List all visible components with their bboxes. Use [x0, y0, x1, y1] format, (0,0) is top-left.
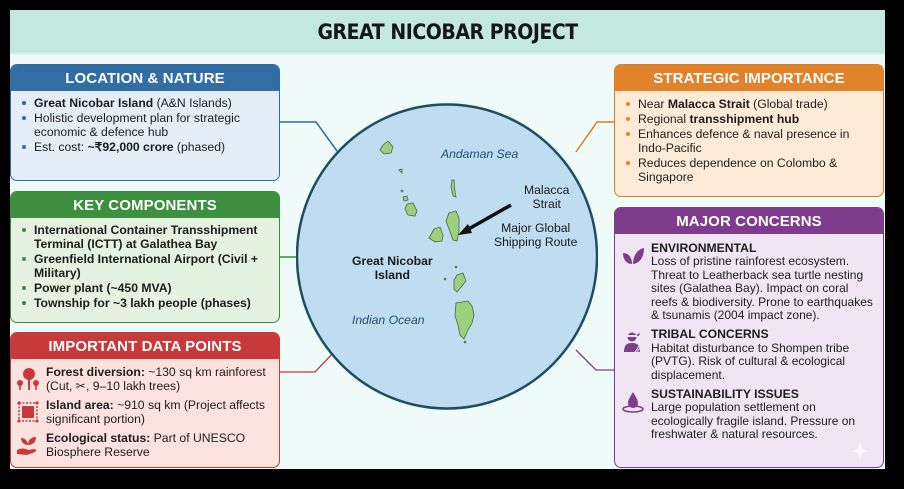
list-item: Power plant (~450 MVA): [19, 281, 271, 295]
water-drop-icon: [622, 392, 644, 413]
great-nicobar-label: Great Nicobar Island: [352, 254, 433, 282]
area-map-icon: [17, 401, 39, 423]
indian-ocean-label: Indian Ocean: [352, 313, 425, 327]
panel-header: STRATEGIC IMPORTANCE: [615, 65, 883, 91]
page-title: GREAT NICOBAR PROJECT: [317, 19, 578, 44]
panel-header: KEY COMPONENTS: [11, 192, 279, 218]
data-point-item: Ecological status: Part of UNESCO Biosph…: [16, 431, 271, 459]
plant-in-hand-icon: [17, 437, 37, 455]
title-bar: GREAT NICOBAR PROJECT: [10, 10, 885, 55]
important-data-points-panel: IMPORTANT DATA POINTS Forest diversion: …: [10, 332, 280, 468]
list-item: International Container Transshipment Te…: [19, 223, 271, 251]
list-item: Holistic development plan for strategic …: [19, 111, 271, 139]
strategic-importance-panel: STRATEGIC IMPORTANCE Near Malacca Strait…: [614, 64, 884, 197]
leaf-icon: [623, 248, 644, 264]
panel-header: IMPORTANT DATA POINTS: [11, 333, 279, 359]
list-item: Reduces dependence on Colombo & Singapor…: [623, 156, 875, 184]
location-nature-panel: LOCATION & NATURE Great Nicobar Island (…: [10, 64, 280, 181]
map-graphic: [296, 103, 598, 410]
panel-header: MAJOR CONCERNS: [615, 208, 883, 234]
list-item: Enhances defence & naval presence in Ind…: [623, 127, 875, 155]
panel-header: LOCATION & NATURE: [11, 65, 279, 91]
sparkle-icon: [852, 442, 868, 460]
connector-lines: [280, 121, 614, 373]
list-item: Great Nicobar Island (A&N Islands): [19, 96, 271, 110]
list-item: Regional transshipment hub: [623, 112, 875, 126]
data-point-item: Forest diversion: ~130 sq km rainforest …: [16, 365, 271, 393]
tree-icon: [17, 368, 39, 390]
list-item: Greenfield International Airport (Civil …: [19, 252, 271, 280]
andaman-sea-label: Andaman Sea: [441, 147, 519, 161]
malacca-strait-label: Malacca Strait: [524, 183, 570, 211]
list-item: Township for ~3 lakh people (phases): [19, 296, 271, 310]
tribal-person-icon: [624, 332, 641, 353]
data-point-item: Island area: ~910 sq km (Project affects…: [16, 398, 271, 426]
list-item: Est. cost: ~₹92,000 crore (phased): [19, 140, 271, 154]
island-map: Andaman Sea Malacca Strait Major Global …: [296, 103, 598, 410]
shipping-route-label: Major Global Shipping Route: [494, 221, 578, 249]
list-item: Near Malacca Strait (Global trade): [623, 97, 875, 111]
infographic-canvas: GREAT NICOBAR PROJECT LOCATION & NATURE …: [10, 10, 885, 469]
key-components-panel: KEY COMPONENTS International Container T…: [10, 191, 280, 323]
